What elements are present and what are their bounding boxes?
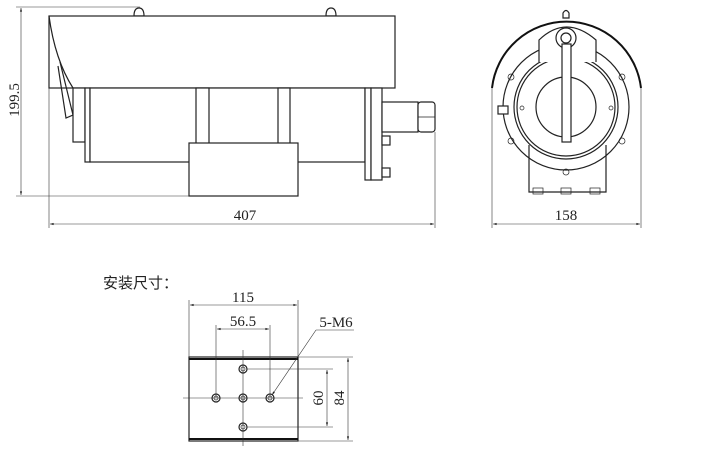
rear-flange [370,87,383,181]
plate-depth-dimension: 84 [332,390,348,406]
side-view: 199.5 407 [7,6,436,228]
sun-shield [48,15,396,89]
mount-bracket [528,145,607,193]
mounting-title: 安装尺寸： [103,274,178,292]
height-dimension: 199.5 [7,83,23,117]
base-plate [188,142,299,197]
wiper-blade [561,43,572,143]
hole-spec-label: 5-M6 [319,315,353,331]
plate-width-dimension: 115 [232,290,254,306]
leader-line [271,329,317,396]
sun-shield-arc [491,20,642,89]
cable-gland [381,101,419,133]
hole-spacing-h-dimension: 56.5 [230,314,256,330]
front-view: 158 [491,9,642,228]
length-dimension: 407 [234,208,257,224]
width-dimension: 158 [555,208,578,224]
front-lens-ring [72,87,86,143]
support-leg [277,87,291,153]
shield-bracket [57,61,74,119]
support-leg [195,87,210,153]
lifting-lug [325,7,337,17]
mounting-view: 安装尺寸： 115 56.5 5-M6 60 84 [103,274,354,446]
side-plug [497,105,509,115]
hole-spacing-v-dimension: 60 [311,391,327,406]
mount-plate [188,356,299,442]
lifting-lug [133,7,145,17]
